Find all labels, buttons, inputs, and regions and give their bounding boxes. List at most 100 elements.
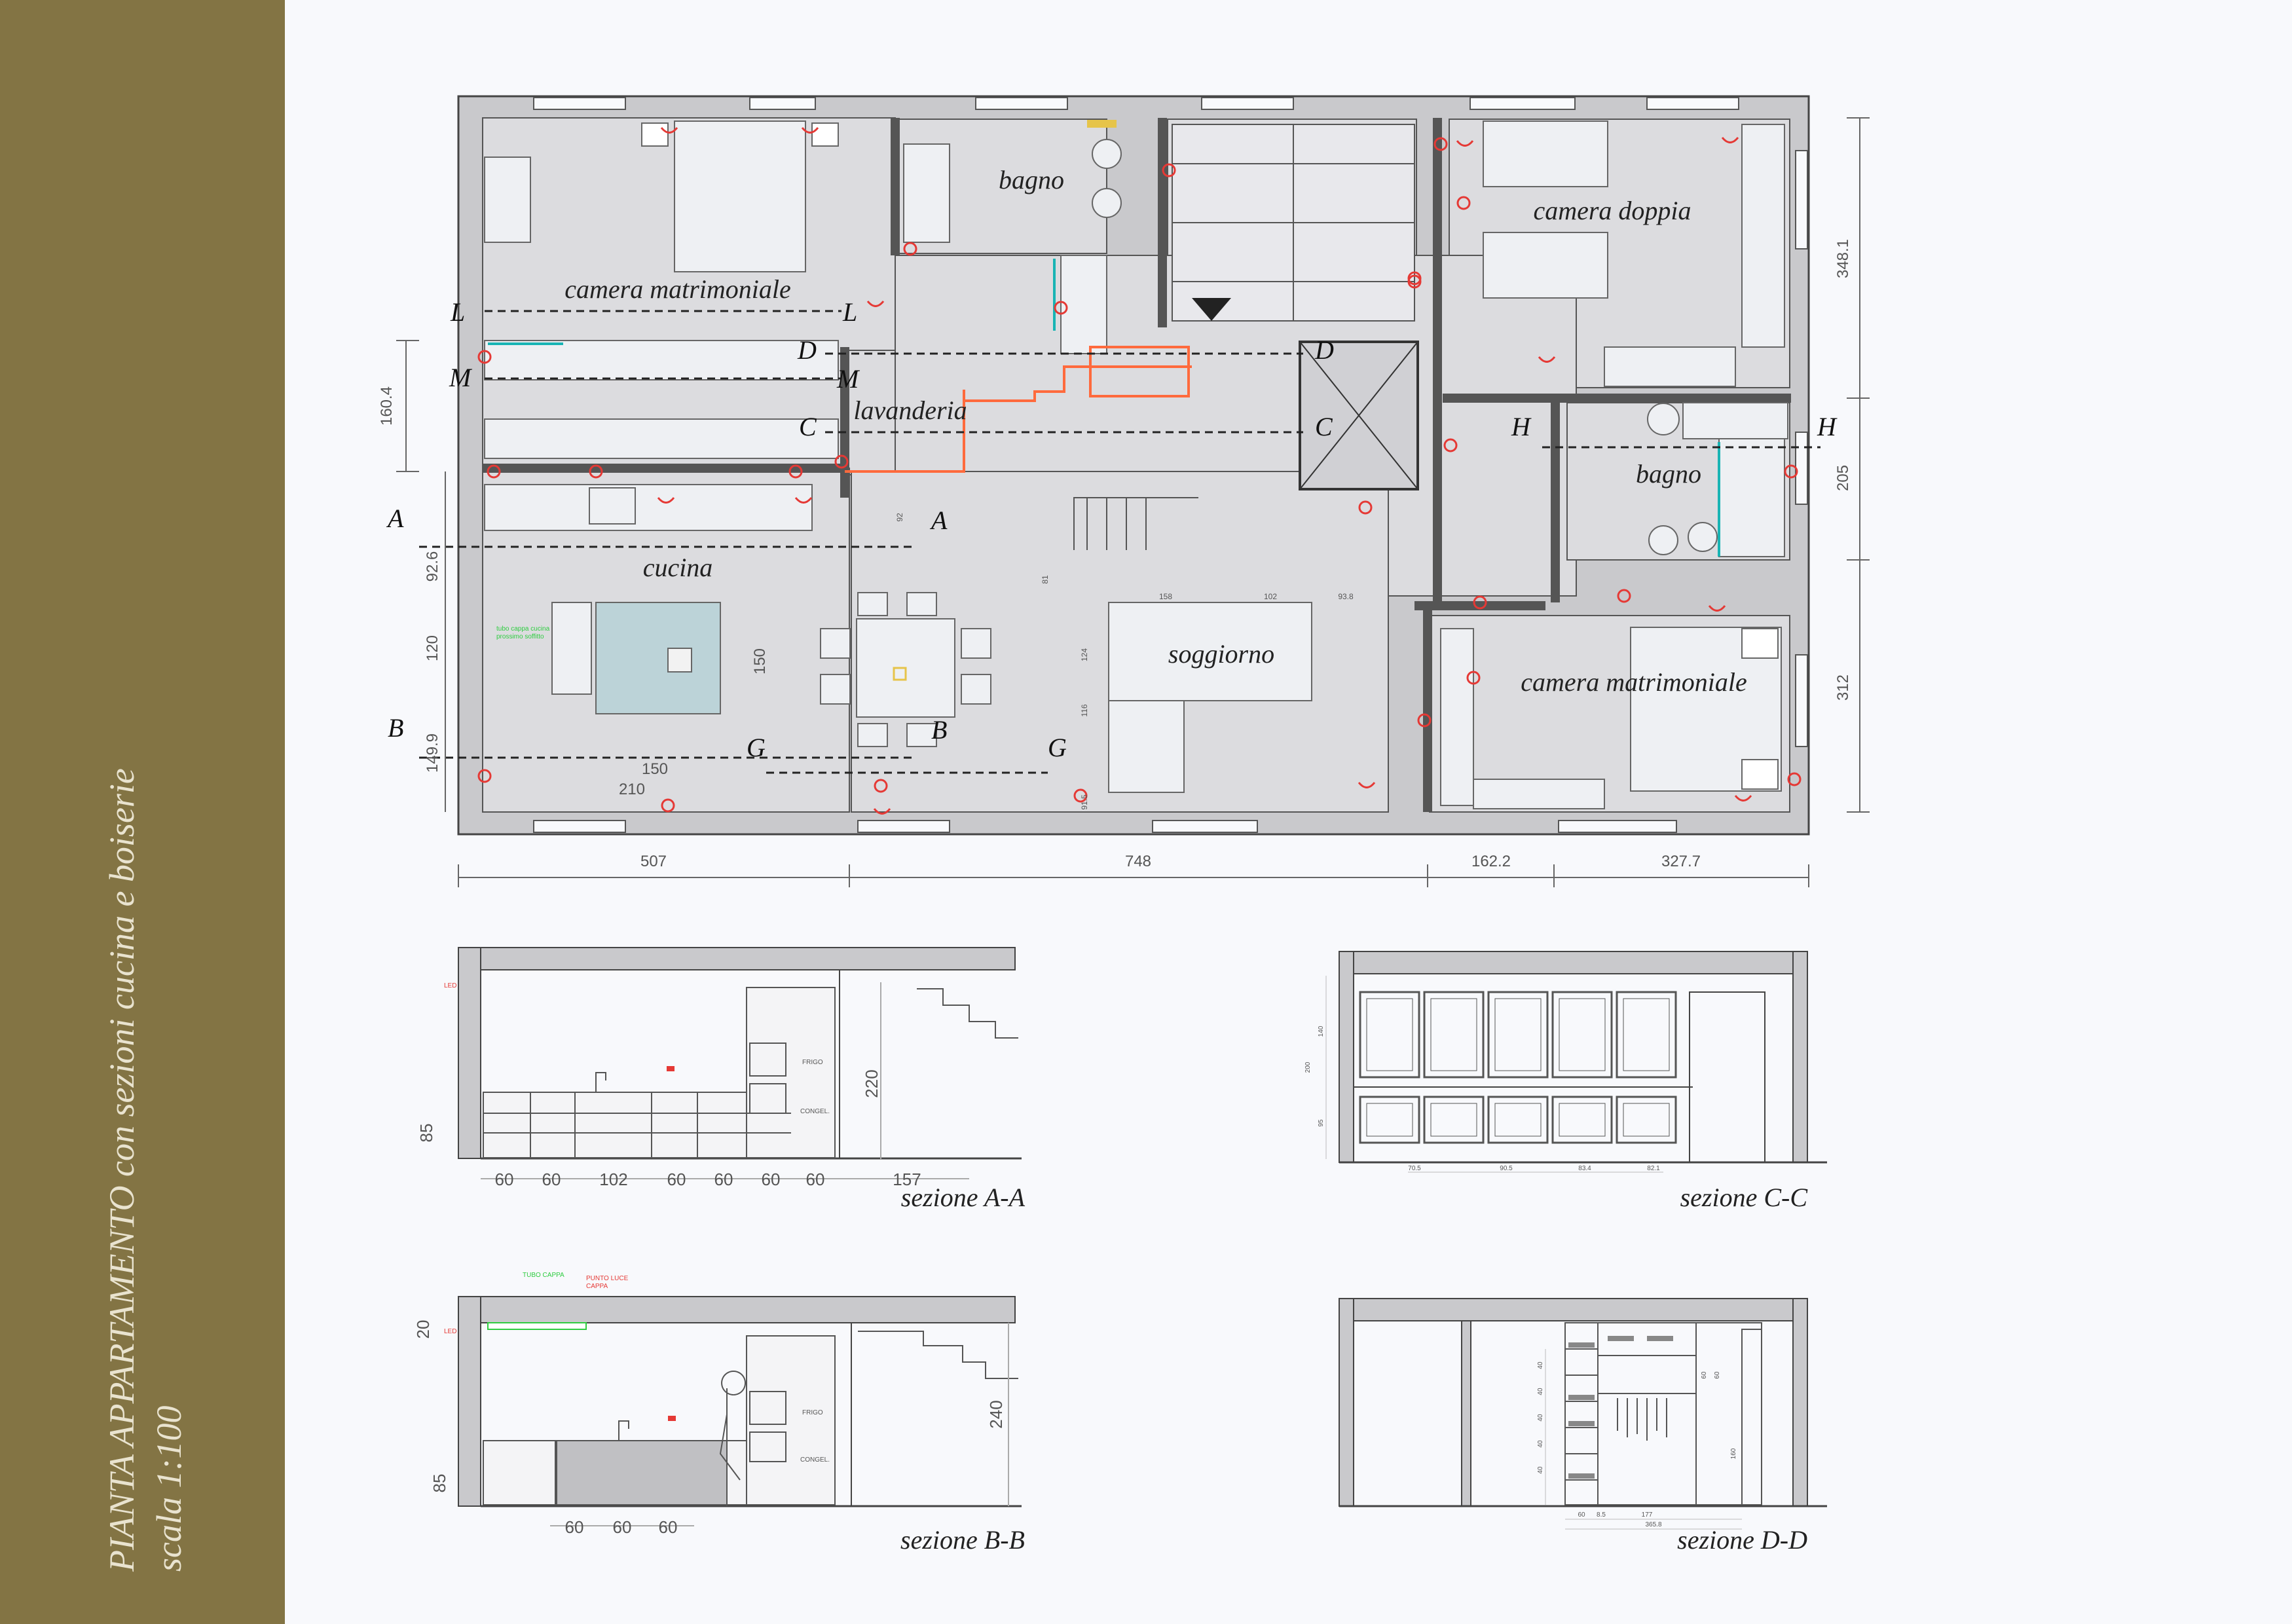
- section-b-b-width-1: 60: [565, 1517, 584, 1537]
- section-mark-d-right: D: [1314, 335, 1334, 365]
- section-lines: [419, 310, 1821, 774]
- section-mark-m-right: M: [836, 364, 860, 394]
- section-b-b-height-240: 240: [986, 1400, 1006, 1428]
- dim-bottom-1: 507: [640, 853, 667, 870]
- section-a-a-width-5: 60: [714, 1170, 733, 1189]
- note-island-1: tubo cappa cucina: [496, 625, 550, 633]
- section-mark-d-left: D: [797, 335, 817, 365]
- section-a-a-width-2: 60: [542, 1170, 561, 1189]
- dim-right-1: 348.1: [1834, 239, 1852, 278]
- section-d-d: 40 40 40 40 40 60 60 160 60 8.5 177 365.…: [1339, 1298, 1827, 1555]
- dim-left-4: 149.9: [424, 733, 441, 773]
- section-d-d-height-8: 160: [1730, 1448, 1737, 1459]
- section-mark-m-left: M: [449, 363, 473, 392]
- section-c-c-width-2: 90.5: [1500, 1165, 1513, 1172]
- section-b-b-width-2: 60: [613, 1517, 632, 1537]
- section-b-b-height-85: 85: [430, 1474, 449, 1493]
- section-c-c-height-1: 140: [1318, 1025, 1325, 1037]
- dim-sofa-3: 93.8: [1338, 592, 1354, 601]
- section-mark-b-left: B: [388, 713, 403, 743]
- section-b-b: TUBO CAPPA PUNTO LUCE CAPPA LED FRIGO CO…: [413, 1272, 1025, 1555]
- section-a-a-frigo: FRIGO: [802, 1059, 823, 1066]
- sofa: [1108, 602, 1312, 701]
- room-label-camera-doppia: camera doppia: [1533, 196, 1691, 225]
- section-mark-c-right: C: [1315, 412, 1333, 441]
- dim-misc-1: 92: [895, 513, 904, 522]
- section-mark-h-right: H: [1817, 412, 1838, 441]
- section-mark-g-right: G: [1048, 733, 1067, 762]
- room-label-bagno: bagno: [999, 165, 1064, 194]
- section-a-a-width-4: 60: [667, 1170, 686, 1189]
- dim-sofa-2: 102: [1264, 592, 1277, 601]
- room-label-soggiorno: soggiorno: [1168, 639, 1274, 669]
- section-b-b-tubo-cappa: TUBO CAPPA: [523, 1272, 564, 1279]
- section-b-b-width-3: 60: [659, 1517, 678, 1537]
- section-d-d-width-1: 60: [1578, 1511, 1585, 1519]
- section-c-c: 140 95 200 70.5 90.5 83.4 82.1 sezione C…: [1304, 951, 1827, 1212]
- section-b-b-punto-luce: PUNTO LUCE: [586, 1275, 629, 1282]
- section-a-a-led-note: LED: [444, 982, 456, 989]
- section-mark-l-right: L: [842, 297, 857, 327]
- section-c-c-height-3: 200: [1304, 1061, 1312, 1073]
- section-d-d-width-4: 365.8: [1645, 1521, 1661, 1528]
- section-a-a-width-3: 102: [599, 1170, 627, 1189]
- floor-plan: [396, 95, 1870, 887]
- section-a-a: LED FRIGO CONGEL. 85 220 60 60 102 60 60…: [416, 947, 1026, 1212]
- section-b-b-led-note: LED: [444, 1328, 456, 1335]
- dim-right-3: 312: [1834, 674, 1852, 701]
- section-b-b-cappa: CAPPA: [586, 1283, 608, 1290]
- section-b-b-congel: CONGEL.: [800, 1456, 830, 1464]
- section-d-d-width-3: 177: [1642, 1511, 1653, 1519]
- dimension-lines: [396, 117, 1870, 887]
- room-label-bagno-2: bagno: [1636, 459, 1701, 489]
- section-d-d-height-1: 40: [1537, 1361, 1544, 1369]
- section-b-b-caption: sezione B-B: [900, 1525, 1025, 1555]
- section-a-a-caption: sezione A-A: [901, 1183, 1026, 1212]
- section-a-a-width-7: 60: [806, 1170, 825, 1189]
- dim-left-2: 92.6: [424, 551, 441, 582]
- dim-kitchen-1: 150: [751, 648, 769, 674]
- dim-sofa-4: 124: [1080, 648, 1089, 661]
- section-c-c-width-1: 70.5: [1408, 1165, 1421, 1172]
- section-a-a-height-85: 85: [416, 1124, 436, 1143]
- section-mark-a-left: A: [386, 504, 404, 533]
- section-b-b-frigo: FRIGO: [802, 1409, 823, 1416]
- section-a-a-congel: CONGEL.: [800, 1108, 830, 1115]
- dim-misc-2: 81: [1041, 575, 1050, 584]
- dim-sofa-1: 158: [1159, 592, 1172, 601]
- section-a-a-width-1: 60: [495, 1170, 514, 1189]
- section-c-c-width-4: 82.1: [1647, 1165, 1660, 1172]
- section-mark-c-left: C: [799, 412, 817, 441]
- section-a-a-width-8: 157: [893, 1170, 921, 1189]
- section-a-a-width-6: 60: [762, 1170, 781, 1189]
- section-c-c-height-2: 95: [1318, 1119, 1325, 1127]
- section-c-c-caption: sezione C-C: [1680, 1183, 1809, 1212]
- room-label-camera-matrimoniale: camera matrimoniale: [564, 274, 791, 304]
- section-b-b-height-20: 20: [413, 1320, 433, 1339]
- section-a-a-height-220: 220: [862, 1069, 881, 1098]
- section-d-d-height-2: 40: [1537, 1388, 1544, 1395]
- dim-left-1: 160.4: [378, 386, 396, 426]
- dim-bottom-4: 327.7: [1661, 853, 1701, 870]
- staircase: [1073, 124, 1415, 550]
- section-d-d-caption: sezione D-D: [1677, 1525, 1807, 1555]
- dim-left-3: 120: [424, 635, 441, 661]
- section-mark-l-left: L: [450, 297, 465, 327]
- section-d-d-width-2: 8.5: [1597, 1511, 1606, 1519]
- double-bed: [674, 120, 806, 272]
- section-d-d-height-3: 40: [1537, 1414, 1544, 1422]
- section-mark-g-left: G: [747, 733, 766, 762]
- dim-kitchen-3: 210: [619, 781, 645, 798]
- note-island-2: prossimo soffitto: [496, 633, 544, 640]
- room-label-lavanderia: lavanderia: [853, 396, 967, 425]
- room-label-camera-matrimoniale-2: camera matrimoniale: [1521, 667, 1747, 697]
- dim-sofa-5: 116: [1080, 704, 1089, 716]
- section-d-d-height-6: 60: [1701, 1371, 1708, 1379]
- dim-bottom-2: 748: [1125, 853, 1151, 870]
- electrical-symbols: [477, 127, 1802, 815]
- dim-right-2: 205: [1834, 465, 1852, 491]
- section-c-c-width-3: 83.4: [1578, 1165, 1591, 1172]
- section-d-d-height-4: 40: [1537, 1440, 1544, 1448]
- dim-bottom-3: 162.2: [1471, 853, 1511, 870]
- section-mark-b-right: B: [931, 715, 947, 745]
